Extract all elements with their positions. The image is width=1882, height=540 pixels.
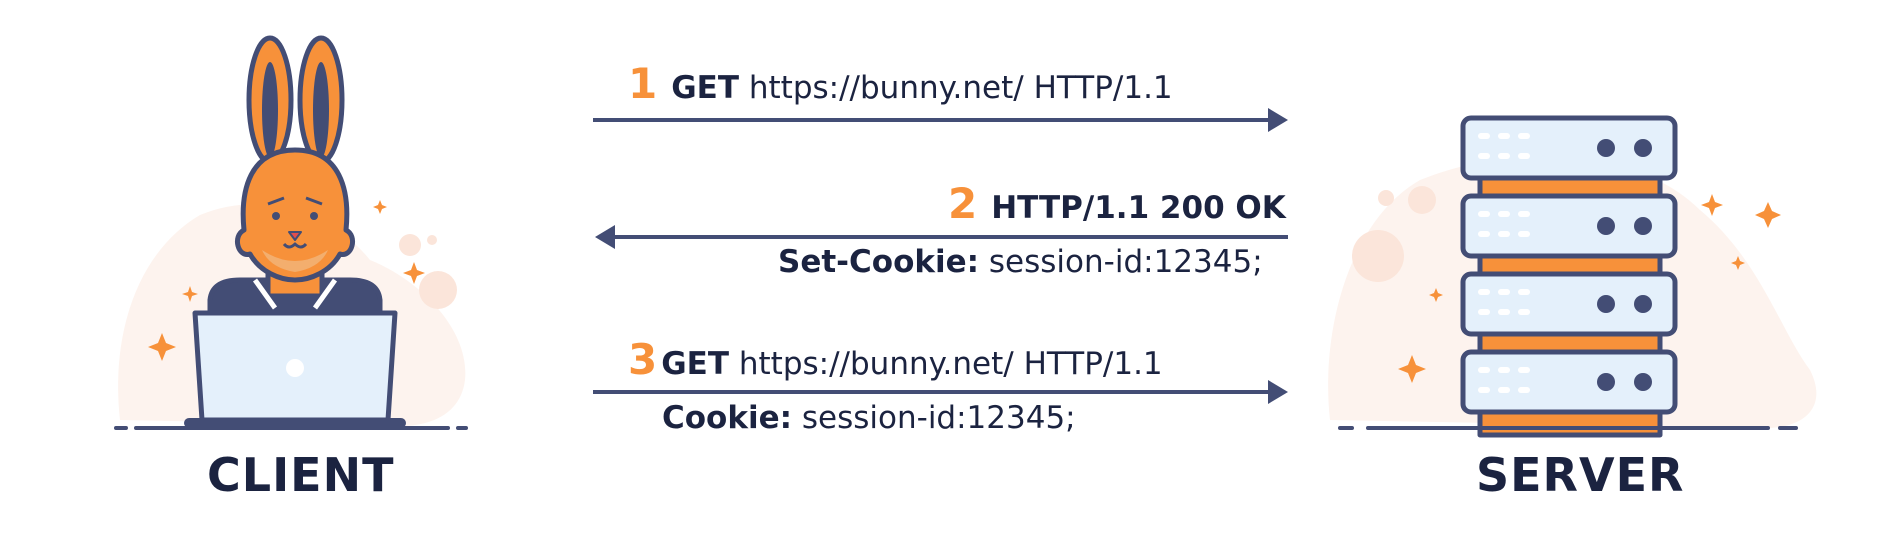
client-sparkles — [148, 200, 425, 361]
step-1-number: 1 — [628, 59, 658, 108]
arrow-step-3 — [593, 380, 1288, 404]
server-bubbles — [1352, 186, 1436, 282]
client-bubbles — [399, 234, 457, 309]
step-3-header-value: session-id:12345; — [801, 400, 1076, 436]
arrow-step-2 — [595, 225, 1288, 249]
step-3-url: https://bunny.net/ HTTP/1.1 — [738, 346, 1163, 382]
step-3-header-name: Cookie: — [662, 400, 793, 436]
step-1-url: https://bunny.net/ HTTP/1.1 — [748, 70, 1173, 106]
step-3-number: 3 — [628, 335, 658, 384]
arrow-step-1 — [593, 108, 1288, 132]
bunny-with-laptop-icon — [184, 35, 406, 428]
step-2-header-value: session-id:12345; — [988, 244, 1263, 280]
server-title: SERVER — [1476, 448, 1685, 502]
step-2-header-line: Set-Cookie: session-id:12345; — [778, 244, 1263, 280]
client-title: CLIENT — [207, 448, 395, 502]
step-2-status: HTTP/1.1 200 OK — [991, 190, 1286, 226]
server-sparkles — [1398, 194, 1781, 383]
step-3-method: GET — [661, 346, 730, 382]
step-1-method: GET — [671, 70, 740, 106]
step-3-header-line: Cookie: session-id:12345; — [662, 400, 1076, 436]
step-2-number: 2 — [948, 179, 978, 228]
step-2-header-name: Set-Cookie: — [778, 244, 980, 280]
server-rack-icon — [1460, 115, 1678, 438]
